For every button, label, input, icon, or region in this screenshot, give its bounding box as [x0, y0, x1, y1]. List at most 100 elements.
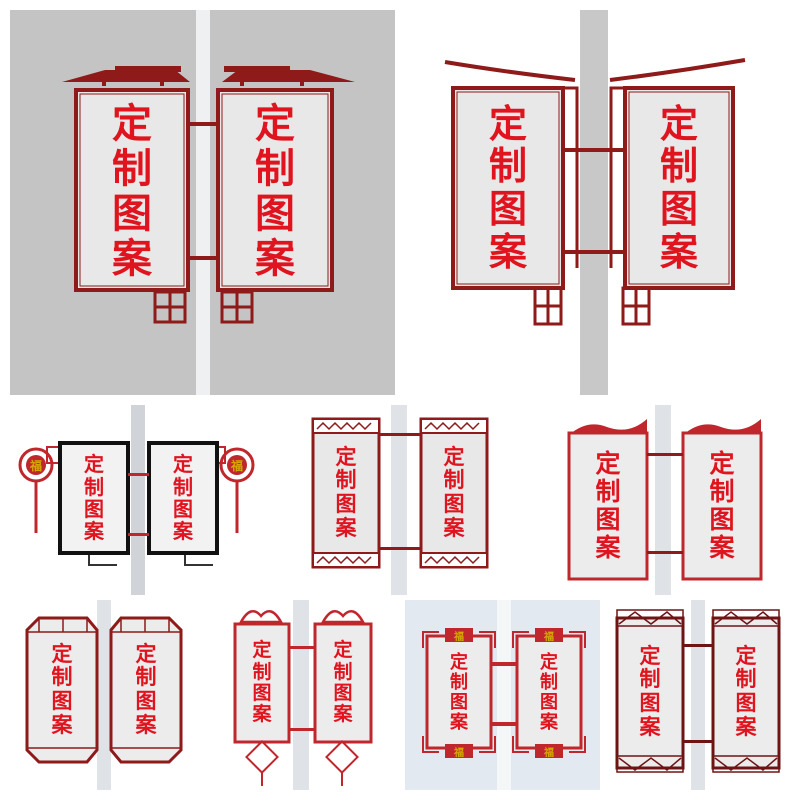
tile-8-fu-badge-4: 福: [544, 748, 554, 759]
tile-1-right-panel-text: 定 制 图 案: [224, 102, 326, 282]
char-3: 图: [335, 492, 357, 516]
char-4: 案: [595, 533, 621, 562]
streetlight-banner-tile-2: 定 制 图 案 定 制 图 案: [405, 10, 790, 395]
tile-5-drawing: [537, 405, 795, 595]
tile-8-fu-badge-3: 福: [544, 632, 554, 643]
tile-6-left-panel-text: 定 制 图 案: [31, 634, 93, 746]
tile-8-left-panel-text: 定 制 图 案: [429, 646, 489, 740]
char-4: 案: [135, 712, 157, 737]
char-3: 图: [735, 691, 757, 715]
char-4: 案: [450, 712, 468, 734]
tile-2-right-panel-text: 定 制 图 案: [631, 98, 727, 278]
char-3: 图: [709, 505, 735, 534]
tile-6-drawing: [5, 600, 200, 790]
char-4: 案: [84, 519, 104, 544]
char-3: 图: [540, 692, 558, 713]
char-2: 制: [84, 474, 104, 499]
char-4: 案: [335, 515, 357, 540]
tile-3-left-fu-ornament: 福: [29, 459, 42, 473]
char-3: 图: [252, 682, 272, 704]
char-4: 案: [709, 533, 735, 562]
tile-3-right-panel-text: 定 制 图 案: [152, 447, 214, 549]
char-2: 制: [112, 146, 152, 193]
char-3: 图: [112, 191, 152, 237]
char-3: 图: [639, 691, 661, 715]
streetlight-banner-tile-9: 定 制 图 案 定 制 图 案: [605, 600, 795, 790]
char-2: 制: [255, 146, 295, 193]
tile-7-right-panel-text: 定 制 图 案: [317, 628, 369, 738]
streetlight-banner-tile-6: 定 制 图 案 定 制 图 案: [5, 600, 200, 790]
char-3: 图: [333, 682, 353, 704]
tile-3-right-fu-ornament: 福: [230, 459, 243, 473]
streetlight-banner-tile-3: 福 福 定 制 图 案 定 制 图 案: [5, 405, 263, 595]
tile-1-drawing: [10, 10, 395, 395]
char-3: 图: [173, 497, 193, 521]
char-4: 案: [112, 235, 152, 282]
tile-3-drawing: [5, 405, 263, 595]
char-2: 制: [135, 665, 157, 690]
char-4: 案: [333, 703, 353, 726]
streetlight-banner-tile-4: 定 制 图 案 定 制 图 案: [271, 405, 529, 595]
char-2: 制: [333, 660, 353, 683]
char-4: 案: [255, 235, 295, 282]
streetlight-banner-tile-5: 定 制 图 案 定 制 图 案: [537, 405, 795, 595]
char-1: 定: [173, 452, 193, 477]
char-3: 图: [595, 505, 621, 534]
tile-9-right-panel-text: 定 制 图 案: [715, 630, 777, 754]
char-1: 定: [709, 449, 735, 478]
char-1: 定: [735, 643, 757, 668]
char-2: 制: [540, 671, 558, 693]
char-1: 定: [112, 101, 152, 148]
char-1: 定: [488, 101, 527, 146]
char-2: 制: [443, 468, 465, 493]
char-2: 制: [709, 477, 735, 506]
char-4: 案: [51, 712, 73, 737]
streetlight-banner-tile-8: 福 福 福 福 定 制 图 案 定 制 图 案: [405, 600, 600, 790]
char-1: 定: [443, 444, 465, 469]
char-2: 制: [252, 660, 272, 683]
char-4: 案: [488, 229, 527, 274]
char-4: 案: [540, 712, 558, 734]
char-4: 案: [735, 714, 757, 739]
char-4: 案: [443, 515, 465, 540]
char-3: 图: [488, 187, 527, 231]
tile-9-drawing: [605, 600, 795, 790]
tile-1-left-panel-text: 定 制 图 案: [82, 102, 182, 282]
char-1: 定: [255, 101, 295, 148]
char-2: 制: [595, 477, 621, 506]
char-2: 制: [488, 144, 527, 189]
tile-5-right-panel-text: 定 制 图 案: [685, 437, 759, 575]
char-1: 定: [595, 449, 621, 478]
tile-7-left-panel-text: 定 制 图 案: [237, 628, 287, 738]
char-3: 图: [659, 187, 698, 231]
char-1: 定: [84, 452, 104, 477]
char-1: 定: [639, 643, 661, 668]
char-1: 定: [450, 651, 468, 673]
tile-4-drawing: [271, 405, 529, 595]
char-3: 图: [51, 689, 73, 713]
tile-9-left-panel-text: 定 制 图 案: [619, 630, 681, 754]
char-1: 定: [333, 639, 353, 662]
char-4: 案: [639, 714, 661, 739]
char-1: 定: [135, 641, 157, 666]
tile-7-drawing: [205, 600, 400, 790]
char-2: 制: [639, 667, 661, 692]
tile-3-left-panel-text: 定 制 图 案: [63, 447, 125, 549]
tile-2-left-panel-text: 定 制 图 案: [459, 98, 557, 278]
tile-8-drawing: [405, 600, 600, 790]
tile-5-left-panel-text: 定 制 图 案: [571, 437, 645, 575]
char-3: 图: [84, 497, 104, 521]
char-2: 制: [173, 474, 193, 499]
char-3: 图: [450, 692, 468, 713]
tile-8-fu-badge-1: 福: [454, 632, 464, 643]
char-2: 制: [735, 667, 757, 692]
streetlight-banner-tile-1: 定 制 图 案 定 制 图 案: [10, 10, 395, 395]
tile-8-right-panel-text: 定 制 图 案: [519, 646, 579, 740]
tile-4-left-panel-text: 定 制 图 案: [315, 435, 377, 551]
char-2: 制: [335, 468, 357, 493]
char-1: 定: [659, 101, 698, 146]
tile-8-fu-badge-2: 福: [454, 748, 464, 759]
char-1: 定: [252, 639, 272, 662]
char-1: 定: [540, 651, 558, 673]
char-1: 定: [51, 641, 73, 666]
